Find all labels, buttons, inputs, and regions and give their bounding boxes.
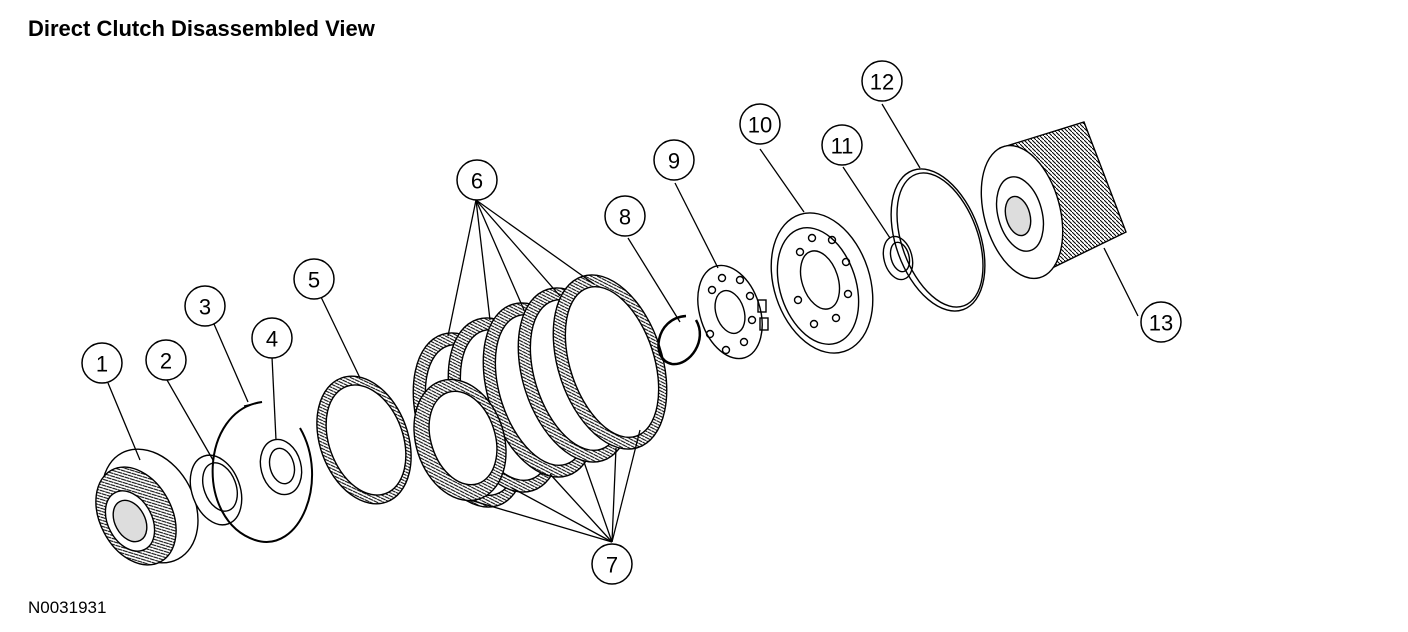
callout-8 bbox=[604, 195, 646, 237]
part-8-snap-ring bbox=[657, 314, 702, 366]
part-13-clutch-drum bbox=[980, 121, 1127, 280]
callout-9 bbox=[653, 139, 695, 181]
part-2-ring bbox=[189, 454, 243, 526]
figure-id: N0031931 bbox=[28, 598, 107, 617]
callout-10 bbox=[739, 103, 781, 145]
part-12-outer-seal bbox=[890, 168, 986, 312]
callout-labels: 1 2 3 4 5 6 7 8 9 10 11 12 13 bbox=[96, 70, 1173, 578]
callout-label-10: 10 bbox=[748, 113, 772, 138]
callout-label-4: 4 bbox=[266, 327, 278, 352]
part-5-toothed-plate bbox=[316, 375, 412, 505]
callout-7 bbox=[591, 543, 633, 585]
callout-label-1: 1 bbox=[96, 352, 108, 377]
callout-label-12: 12 bbox=[870, 70, 894, 95]
callout-label-6: 6 bbox=[471, 169, 483, 194]
part-1-gear-hub bbox=[95, 448, 199, 566]
callout-6 bbox=[456, 159, 498, 201]
part-9-spring-retainer bbox=[697, 264, 769, 360]
callout-label-11: 11 bbox=[831, 134, 854, 159]
diagram-title: Direct Clutch Disassembled View bbox=[28, 16, 375, 41]
callout-label-13: 13 bbox=[1149, 311, 1173, 336]
callout-label-9: 9 bbox=[668, 149, 680, 174]
callout-2 bbox=[145, 339, 187, 381]
callout-circles bbox=[81, 60, 1182, 585]
part-3-spring-ring bbox=[211, 401, 314, 543]
callout-1 bbox=[81, 342, 123, 384]
callout-label-2: 2 bbox=[160, 349, 172, 374]
callout-label-7: 7 bbox=[606, 553, 618, 578]
part-11-inner-seal bbox=[882, 235, 914, 281]
callout-label-5: 5 bbox=[308, 268, 320, 293]
callout-label-3: 3 bbox=[199, 295, 211, 320]
callout-3 bbox=[184, 285, 226, 327]
callout-label-8: 8 bbox=[619, 205, 631, 230]
part-6-7-clutch-stack bbox=[412, 274, 668, 508]
part-4-small-ring bbox=[259, 438, 303, 496]
callout-4 bbox=[251, 317, 293, 359]
callout-11 bbox=[821, 124, 863, 166]
callout-13 bbox=[1140, 301, 1182, 343]
callout-12 bbox=[861, 60, 903, 102]
callout-5 bbox=[293, 258, 335, 300]
leader-lines bbox=[107, 103, 1139, 543]
part-10-piston bbox=[770, 212, 874, 354]
